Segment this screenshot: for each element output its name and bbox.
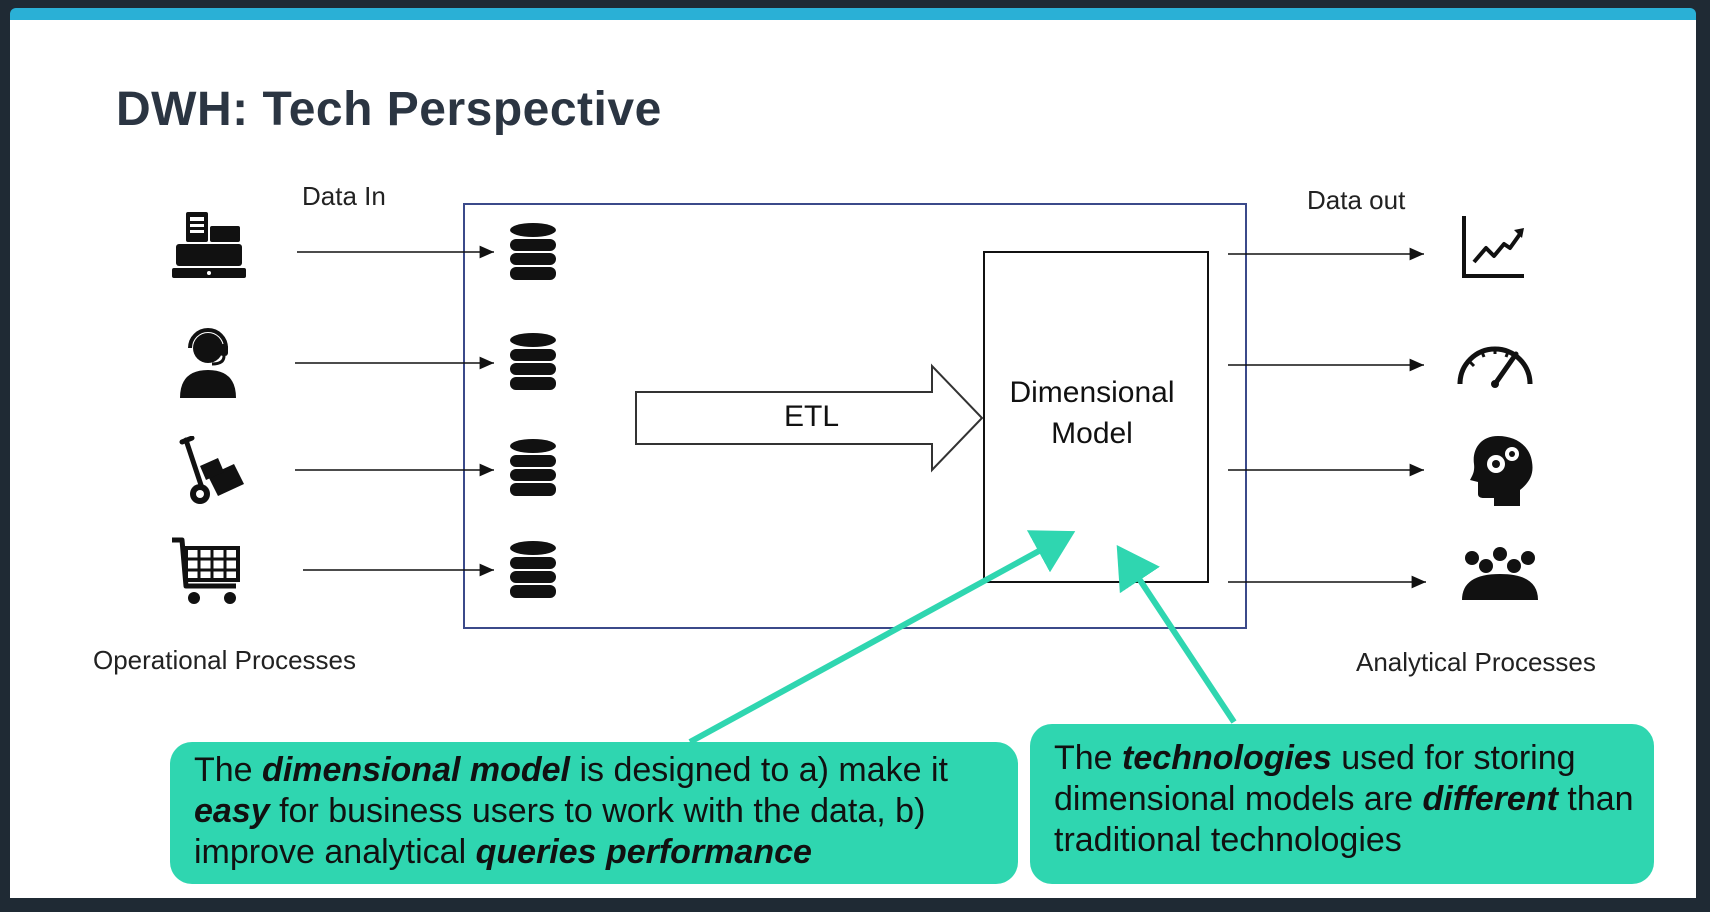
etl-block-arrow: [635, 363, 984, 473]
dimensional-model-box: [983, 251, 1209, 583]
callout-emphasis: different: [1422, 780, 1558, 818]
callout-pointer-left: [688, 530, 1076, 745]
dimensional-model-line1: Dimensional: [1009, 376, 1175, 409]
database-icon: [510, 223, 556, 280]
operational-processes-label: Operational Processes: [93, 645, 357, 675]
callout-text: used for storing dimensional models are: [1054, 739, 1576, 818]
callout-emphasis: dimensional model: [262, 751, 570, 789]
data-out-label: Data out: [1307, 185, 1406, 215]
analytical-processes-label: Analytical Processes: [1356, 647, 1596, 677]
speedometer-icon: [1457, 346, 1533, 388]
callout-emphasis: easy: [194, 792, 270, 830]
slide-title: DWH: Tech Perspective: [116, 83, 662, 136]
callout-pointer-right: [1116, 544, 1237, 724]
callout-text: is designed to a) make it: [570, 751, 948, 789]
slide-top-accent-bar: [10, 8, 1696, 20]
people-group-icon: [1462, 547, 1538, 600]
database-icon: [510, 541, 556, 598]
hand-truck-icon: [179, 436, 244, 504]
callout-dimensional-model: The dimensional model is designed to a) …: [170, 742, 1018, 884]
support-agent-icon: [180, 328, 236, 398]
callout-emphasis: technologies: [1122, 739, 1332, 777]
callout-text: The: [194, 751, 263, 789]
database-icon: [510, 333, 556, 390]
line-chart-icon: [1462, 216, 1524, 278]
shopping-cart-icon: [172, 537, 240, 604]
callout-technologies: The technologies used for storing dimens…: [1030, 724, 1654, 884]
dimensional-model-line2: Model: [1051, 417, 1133, 450]
callout-text: for business users to work with the data…: [194, 792, 926, 871]
head-gears-icon: [1470, 436, 1533, 506]
dimensional-model-label: Dimensional Model: [986, 372, 1198, 454]
callout-text: The: [1054, 739, 1123, 777]
etl-label: ETL: [784, 400, 840, 433]
dwh-frame: [463, 203, 1247, 629]
database-icon: [510, 439, 556, 496]
data-in-label: Data In: [302, 181, 386, 211]
callout-emphasis: queries performance: [475, 833, 812, 871]
callout-text: than traditional technologies: [1054, 780, 1634, 859]
cash-register-icon: [172, 212, 246, 278]
